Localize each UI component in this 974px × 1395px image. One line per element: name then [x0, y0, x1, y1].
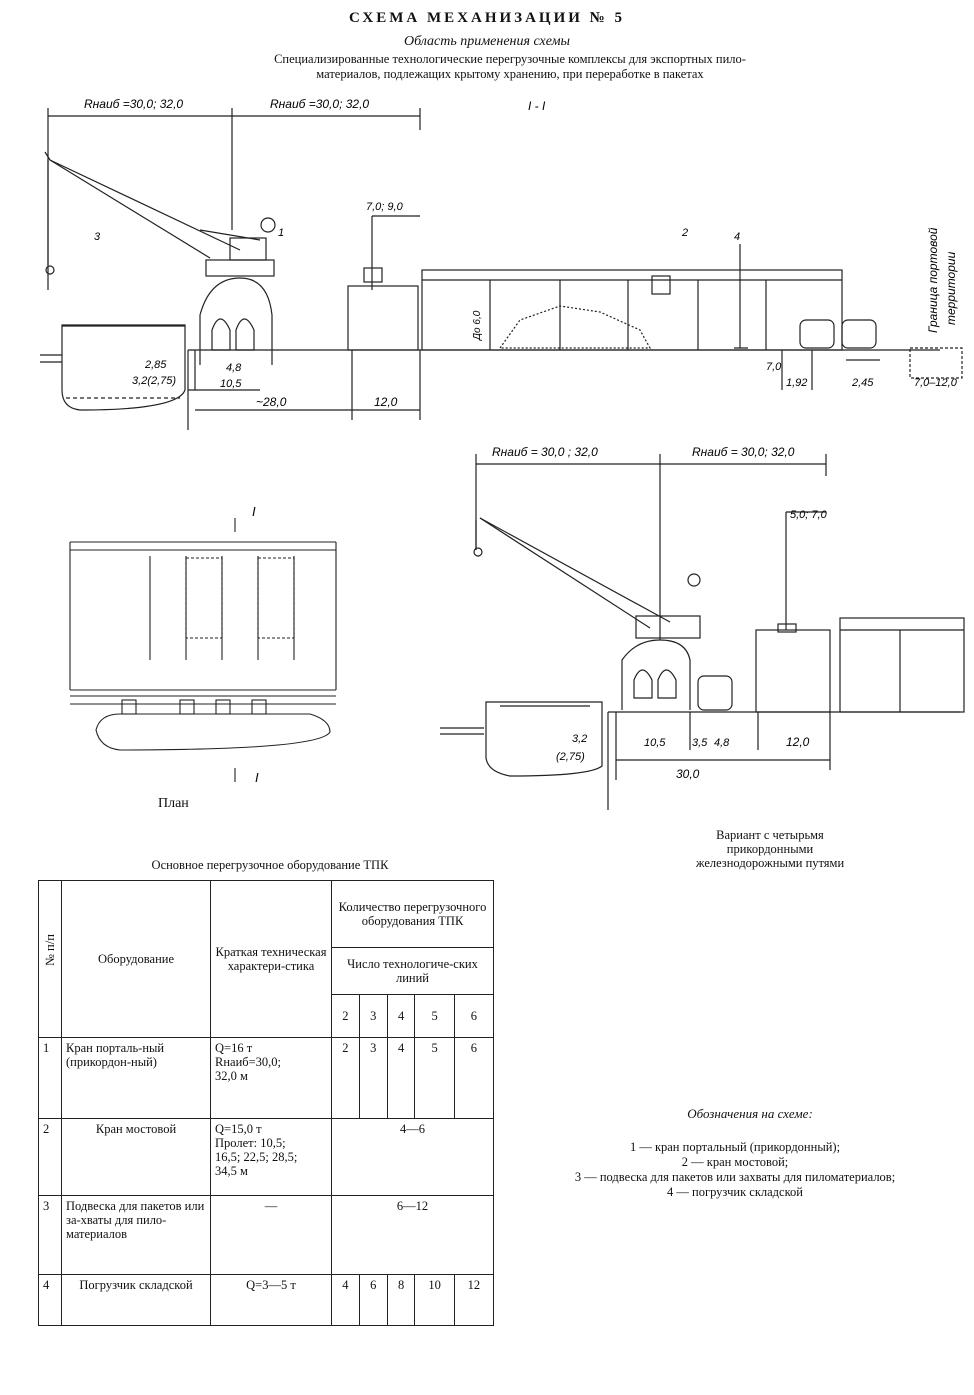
line-count: 6 [453, 994, 495, 1038]
plan-drawing: I I [69, 504, 337, 785]
header-lines: Число технологиче-ских линий [331, 947, 494, 995]
variant-line-3: железнодорожными путями [695, 856, 845, 870]
dim-12: 12,0 [374, 395, 398, 409]
row-qty-span: 4—6 [331, 1118, 494, 1196]
scheme-description: Специализированные технологические перег… [230, 52, 790, 82]
variant-dim-48: 4,8 [714, 737, 730, 749]
table-row: 2 Кран мостовой Q=15,0 т Пролет: 10,5; 1… [38, 1118, 494, 1196]
table-header-row: № п/п Оборудование Краткая техническая х… [38, 880, 494, 1038]
dim-32: 3,2(2,75) [132, 375, 176, 387]
port-border-label: Граница портовой территории [926, 227, 958, 333]
scheme-subtitle: Область применения схемы [403, 34, 571, 49]
label-num-1: 1 [278, 227, 284, 239]
row-qty: 3 [358, 1037, 388, 1119]
row-qty: 5 [414, 1037, 455, 1119]
row-name: Подвеска для пакетов или за-хваты для пи… [61, 1195, 211, 1275]
header-characteristic: Краткая техническая характери-стика [210, 880, 332, 1038]
row-no: 3 [38, 1195, 62, 1275]
row-name: Погрузчик складской [61, 1274, 211, 1326]
variant-caption: Вариант с четырьмя прикордонными железно… [640, 828, 900, 870]
dim-285: 2,85 [144, 359, 167, 371]
header-equipment: Оборудование [61, 880, 211, 1038]
variant-dim-35: 3,5 [692, 737, 708, 749]
line-count: 5 [414, 994, 455, 1038]
scheme-title: СХЕМА МЕХАНИЗАЦИИ № 5 [348, 10, 625, 26]
row-qty-span: 6—12 [331, 1195, 494, 1275]
variant-line-2: прикордонными [726, 842, 814, 856]
plan-label: План [158, 796, 189, 811]
variant-dim-32: 3,2 [572, 733, 587, 745]
line-count-row: 2 3 4 5 6 [39, 994, 495, 1038]
label-num-2: 2 [681, 227, 688, 239]
row-qty: 12 [453, 1274, 495, 1326]
variant-radius-right: Rнаиб = 30,0; 32,0 [692, 445, 795, 459]
dim-7-9: 7,0; 9,0 [366, 201, 404, 213]
table-row: 4 Погрузчик складской Q=3—5 т 4 6 8 10 1… [38, 1274, 495, 1326]
dim-70: 7,0 [766, 361, 782, 373]
plan-cut-top: I [252, 504, 256, 519]
legend-item-1: 1 — кран портальный (прикордонный); [629, 1140, 841, 1154]
legend-item-3: 3 — подвеска для пакетов или захваты для… [574, 1170, 896, 1184]
row-qty: 10 [414, 1274, 455, 1326]
port-border-label-1: Граница портовой [926, 227, 940, 333]
legend-list: 1 — кран портальный (прикордонный); 2 — … [500, 1140, 970, 1200]
label-num-3: 3 [94, 231, 101, 243]
stack-height: До 6,0 [472, 310, 483, 341]
table-row: 1 Кран порталь-ный (прикордон-ный) Q=16 … [38, 1037, 495, 1119]
legend-item-4: 4 — погрузчик складской [667, 1185, 803, 1199]
variant-dim-105: 10,5 [644, 737, 666, 749]
row-qty: 8 [386, 1274, 416, 1326]
variant-line-1: Вариант с четырьмя [716, 828, 824, 842]
row-char: — [210, 1195, 332, 1275]
dim-245: 2,45 [851, 377, 874, 389]
row-qty: 6 [453, 1037, 495, 1119]
variant-dim-5-7: 5,0; 7,0 [790, 509, 828, 521]
variant-radius-left: Rнаиб = 30,0 ; 32,0 [492, 445, 598, 459]
description-line-1: Специализированные технологические перег… [274, 52, 746, 66]
equipment-table: № п/п Оборудование Краткая техническая х… [38, 880, 495, 1326]
row-no: 4 [38, 1274, 62, 1326]
row-qty: 2 [331, 1037, 360, 1119]
row-qty: 4 [386, 1037, 416, 1119]
row-no: 2 [38, 1118, 62, 1196]
legend-heading: Обозначения на схеме: [687, 1106, 813, 1121]
plan-cut-bottom: I [255, 770, 259, 785]
row-no: 1 [38, 1037, 62, 1119]
legend-item-2: 2 — кран мостовой; [681, 1155, 789, 1169]
dim-105: 10,5 [220, 378, 242, 390]
table-row: 3 Подвеска для пакетов или за-хваты для … [38, 1195, 494, 1275]
row-char: Q=15,0 т Пролет: 10,5; 16,5; 22,5; 28,5;… [210, 1118, 332, 1196]
line-count: 4 [386, 994, 416, 1038]
section-drawing-variant: Rнаиб = 30,0 ; 32,0 Rнаиб = 30,0; 32,0 5… [440, 445, 965, 810]
dim-28: ~28,0 [256, 395, 287, 409]
label-num-4: 4 [734, 231, 740, 243]
dim-70-120: 7,0–12,0 [914, 377, 958, 389]
row-char: Q=16 т Rнаиб=30,0; 32,0 м [210, 1037, 332, 1119]
port-border-label-2: территории [944, 251, 958, 325]
header-quantity: Количество перегрузочного оборудования Т… [331, 880, 494, 948]
dim-48: 4,8 [226, 362, 242, 374]
description-line-2: материалов, подлежащих крытому хранению,… [316, 67, 704, 81]
row-name: Кран мостовой [61, 1118, 211, 1196]
line-count: 3 [358, 994, 388, 1038]
header-no: № п/п [38, 880, 62, 1038]
variant-dim-275: (2,75) [556, 751, 585, 763]
variant-dim-12: 12,0 [786, 735, 810, 749]
section-drawing-top: Rнаиб =30,0; 32,0 Rнаиб =30,0; 32,0 I - … [40, 97, 963, 430]
line-count: 2 [331, 994, 360, 1038]
top-radius-right: Rнаиб =30,0; 32,0 [270, 97, 369, 111]
section-mark: I - I [528, 99, 546, 113]
row-qty: 6 [358, 1274, 388, 1326]
variant-dim-30: 30,0 [676, 767, 700, 781]
top-radius-left: Rнаиб =30,0; 32,0 [84, 97, 183, 111]
row-char: Q=3—5 т [210, 1274, 332, 1326]
table-caption: Основное перегрузочное оборудование ТПК [151, 858, 389, 872]
row-name: Кран порталь-ный (прикордон-ный) [61, 1037, 211, 1119]
dim-192: 1,92 [786, 377, 807, 389]
row-qty: 4 [331, 1274, 360, 1326]
